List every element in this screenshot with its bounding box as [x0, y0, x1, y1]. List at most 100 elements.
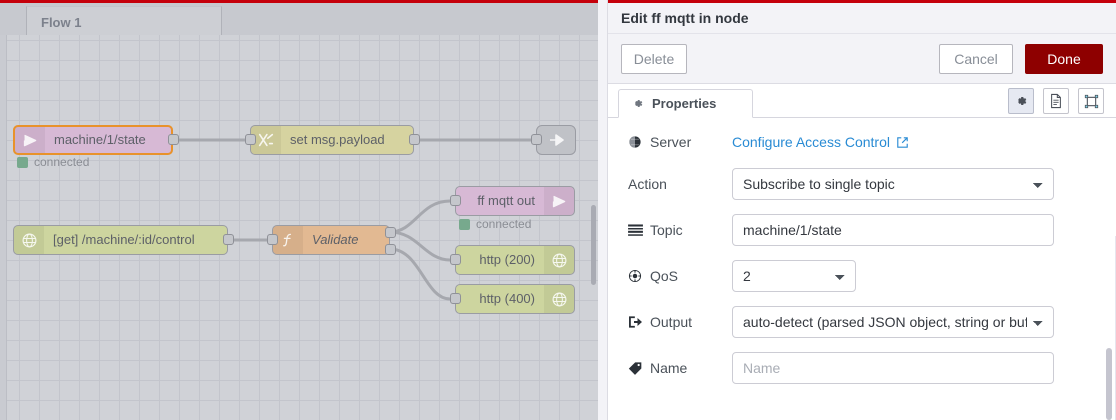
gear-icon: [1014, 94, 1028, 108]
node-http-in-output-port[interactable]: [223, 234, 234, 245]
node-function-input-port[interactable]: [267, 234, 278, 245]
globe-icon: [544, 246, 574, 274]
edit-node-dialog: Edit ff mqtt in node Delete Cancel Done …: [608, 0, 1116, 420]
node-mqtt-in[interactable]: machine/1/state: [13, 125, 173, 155]
form-row-name: Name: [608, 352, 1116, 384]
node-mqtt-out-status: connected: [459, 217, 531, 231]
server-label: Server: [650, 134, 692, 150]
external-link-icon: [896, 136, 909, 149]
form-row-action: Action Subscribe to single topic: [608, 168, 1116, 200]
node-http-response-200[interactable]: http (200): [455, 245, 575, 275]
globe-icon: [14, 226, 44, 254]
flow-tab-bar: Flow 1: [0, 3, 598, 37]
canvas-left-gutter: [0, 35, 7, 420]
output-label: Output: [650, 314, 693, 330]
topic-label: Topic: [650, 222, 683, 238]
gear-icon: [631, 97, 644, 110]
accent-bar: [0, 0, 598, 3]
function-icon: [273, 226, 303, 254]
action-label-group: Action: [628, 168, 738, 200]
node-mqtt-out-status-text: connected: [476, 217, 532, 231]
name-label-group: Name: [628, 352, 738, 384]
node-mqtt-in-output-port[interactable]: [168, 134, 179, 145]
wire-layer: [172, 138, 531, 301]
form-row-topic: Topic: [608, 214, 1116, 246]
dialog-toolbar: Delete Cancel Done: [608, 33, 1116, 84]
dialog-header: Edit ff mqtt in node: [608, 3, 1116, 33]
tab-properties-label: Properties: [652, 96, 717, 111]
node-http-response-400-label: http (400): [479, 291, 535, 306]
qos-label-group: QoS: [628, 260, 738, 292]
tab-properties[interactable]: Properties: [618, 89, 754, 118]
node-http-response-200-input-port[interactable]: [450, 254, 461, 265]
globe-icon: [544, 285, 574, 313]
qos-label: QoS: [650, 268, 679, 284]
status-dot: [459, 218, 470, 230]
tag-icon: [628, 361, 645, 375]
node-function-output-port-1[interactable]: [385, 227, 396, 238]
server-label-group: Server: [628, 126, 738, 158]
output-label-group: Output: [628, 306, 738, 338]
flow-tab-label: Flow 1: [41, 14, 82, 30]
configure-access-control-link-text: Configure Access Control: [732, 134, 890, 150]
action-control: Subscribe to single topic: [732, 168, 1054, 200]
panel-splitter[interactable]: [598, 0, 608, 420]
dialog-tab-bar: Properties: [608, 84, 1116, 118]
appearance-icon: [1084, 94, 1099, 109]
node-mqtt-in-label: machine/1/state: [54, 132, 146, 147]
change-icon: [251, 126, 281, 154]
mqtt-icon: [544, 187, 574, 215]
topic-input[interactable]: [732, 214, 1054, 246]
canvas-vertical-scrollbar[interactable]: [591, 205, 596, 285]
node-mqtt-in-status-text: connected: [34, 155, 90, 169]
gear-icon-button[interactable]: [1008, 88, 1034, 114]
dialog-title: Edit ff mqtt in node: [621, 10, 749, 26]
node-function-label: Validate: [312, 232, 359, 247]
node-mqtt-out-label: ff mqtt out: [477, 193, 535, 208]
action-select[interactable]: Subscribe to single topic: [732, 168, 1054, 200]
description-icon-button[interactable]: [1043, 88, 1069, 114]
accent-bar: [608, 0, 1116, 3]
topic-label-group: Topic: [628, 214, 738, 246]
node-mqtt-out[interactable]: ff mqtt out: [455, 186, 575, 216]
cancel-button[interactable]: Cancel: [939, 44, 1013, 74]
node-http-response-400[interactable]: http (400): [455, 284, 575, 314]
node-http-in-label: [get] /machine/:id/control: [53, 232, 195, 247]
node-debug-input-port[interactable]: [531, 134, 542, 145]
node-mqtt-out-input-port[interactable]: [450, 195, 461, 206]
node-http-response-200-label: http (200): [479, 252, 535, 267]
bullseye-icon: [628, 269, 645, 283]
form-row-qos: QoS 2: [608, 260, 1116, 292]
node-change[interactable]: set msg.payload: [250, 125, 414, 155]
node-change-input-port[interactable]: [245, 134, 256, 145]
node-mqtt-in-status: connected: [17, 155, 89, 169]
node-change-label: set msg.payload: [290, 132, 385, 147]
name-input[interactable]: [732, 352, 1054, 384]
node-http-response-400-input-port[interactable]: [450, 293, 461, 304]
sign-out-icon: [628, 315, 645, 329]
delete-button[interactable]: Delete: [621, 44, 687, 74]
node-function[interactable]: Validate: [272, 225, 390, 255]
output-select[interactable]: auto-detect (parsed JSON object, string …: [732, 306, 1054, 338]
node-change-output-port[interactable]: [409, 134, 420, 145]
qos-select[interactable]: 2: [732, 260, 856, 292]
flow-tab-flow-1[interactable]: Flow 1: [26, 6, 222, 37]
form-row-server: Server Configure Access Control: [608, 126, 1116, 158]
appearance-icon-button[interactable]: [1078, 88, 1104, 114]
mqtt-icon: [15, 127, 45, 153]
action-label: Action: [628, 176, 667, 192]
panel-vertical-scrollbar[interactable]: [1106, 348, 1112, 420]
status-dot: [17, 156, 28, 168]
done-button[interactable]: Done: [1025, 44, 1103, 74]
node-debug[interactable]: [536, 125, 576, 155]
globe-icon: [628, 135, 645, 149]
name-control: [732, 352, 1054, 384]
description-icon: [1049, 93, 1063, 109]
list-icon: [628, 223, 645, 237]
configure-access-control-link[interactable]: Configure Access Control: [732, 126, 909, 158]
node-function-output-port-2[interactable]: [385, 244, 396, 255]
debug-icon: [537, 126, 575, 154]
flow-canvas[interactable]: machine/1/state connected set msg.payloa…: [0, 35, 598, 420]
node-http-in[interactable]: [get] /machine/:id/control: [13, 225, 228, 255]
